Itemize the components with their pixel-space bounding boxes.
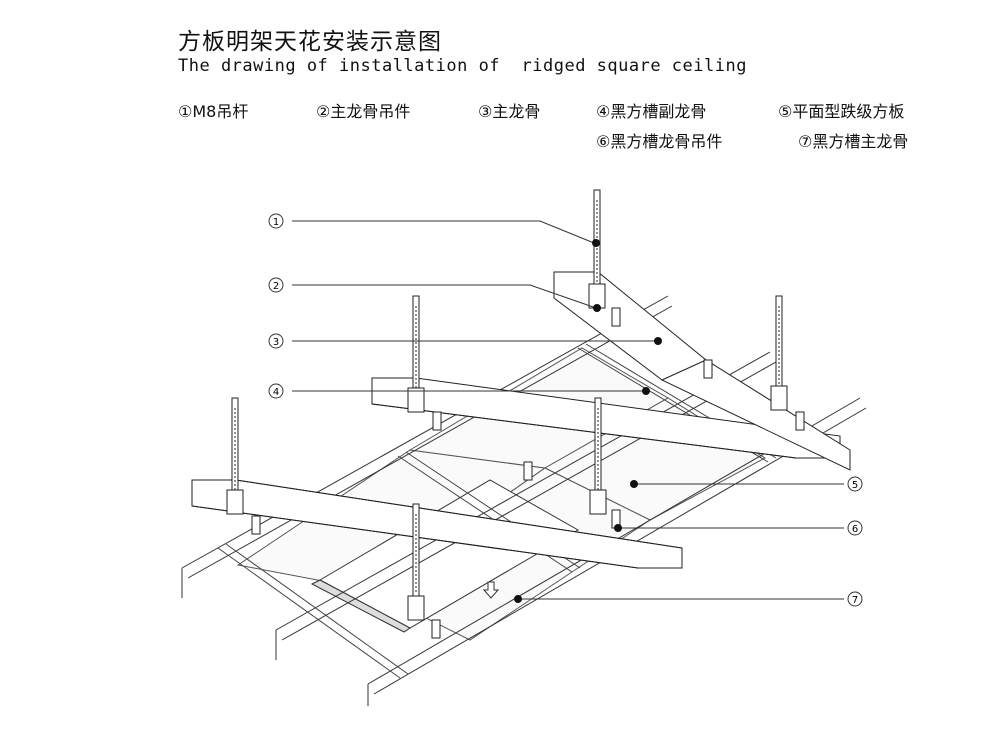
callout-3: 3 — [268, 333, 284, 349]
title-chinese: 方板明架天花安装示意图 — [178, 29, 442, 55]
callout-number: 7 — [852, 595, 858, 606]
callout-number: 5 — [852, 480, 858, 491]
legend-item-3: ③主龙骨 — [478, 102, 541, 121]
main-keel-channels — [191, 271, 851, 569]
callout-number: 4 — [273, 387, 279, 398]
title-english: The drawing of installation of ridged sq… — [178, 56, 747, 76]
down-arrow-icon — [482, 581, 500, 599]
hanger-rod — [412, 503, 420, 599]
callout-6: 6 — [847, 520, 863, 536]
callout-2: 2 — [268, 277, 284, 293]
callout-1: 1 — [268, 213, 284, 229]
leader-lines — [292, 220, 844, 600]
callout-number: 6 — [852, 524, 858, 535]
legend-item-1: ①M8吊杆 — [178, 102, 249, 121]
callout-number: 1 — [273, 217, 279, 228]
legend-item-4: ④黑方槽副龙骨 — [596, 102, 707, 121]
hanger-clip — [407, 387, 425, 413]
callout-7: 7 — [847, 591, 863, 607]
hanger-clip — [226, 489, 244, 515]
callout-number: 3 — [273, 337, 279, 348]
hanger-rod — [412, 295, 420, 393]
callout-5: 5 — [847, 476, 863, 492]
legend-item-2: ②主龙骨吊件 — [316, 102, 411, 121]
hanger-clip — [770, 385, 788, 411]
legend-item-7: ⑦黑方槽主龙骨 — [798, 132, 909, 151]
callout-number: 2 — [273, 281, 279, 292]
hanger-clip — [407, 595, 425, 621]
legend-item-5: ⑤平面型跌级方板 — [778, 102, 905, 121]
hanger-rod — [231, 397, 239, 497]
t-grid-hanger-clips — [251, 307, 805, 639]
hanger-rod — [775, 295, 783, 393]
callout-4: 4 — [268, 383, 284, 399]
hanger-clip — [589, 489, 607, 515]
hanger-rod — [594, 397, 602, 497]
legend-item-6: ⑥黑方槽龙骨吊件 — [596, 132, 723, 151]
leader-dots — [514, 239, 662, 603]
callouts: 1 2 3 4 5 6 7 — [268, 213, 863, 607]
